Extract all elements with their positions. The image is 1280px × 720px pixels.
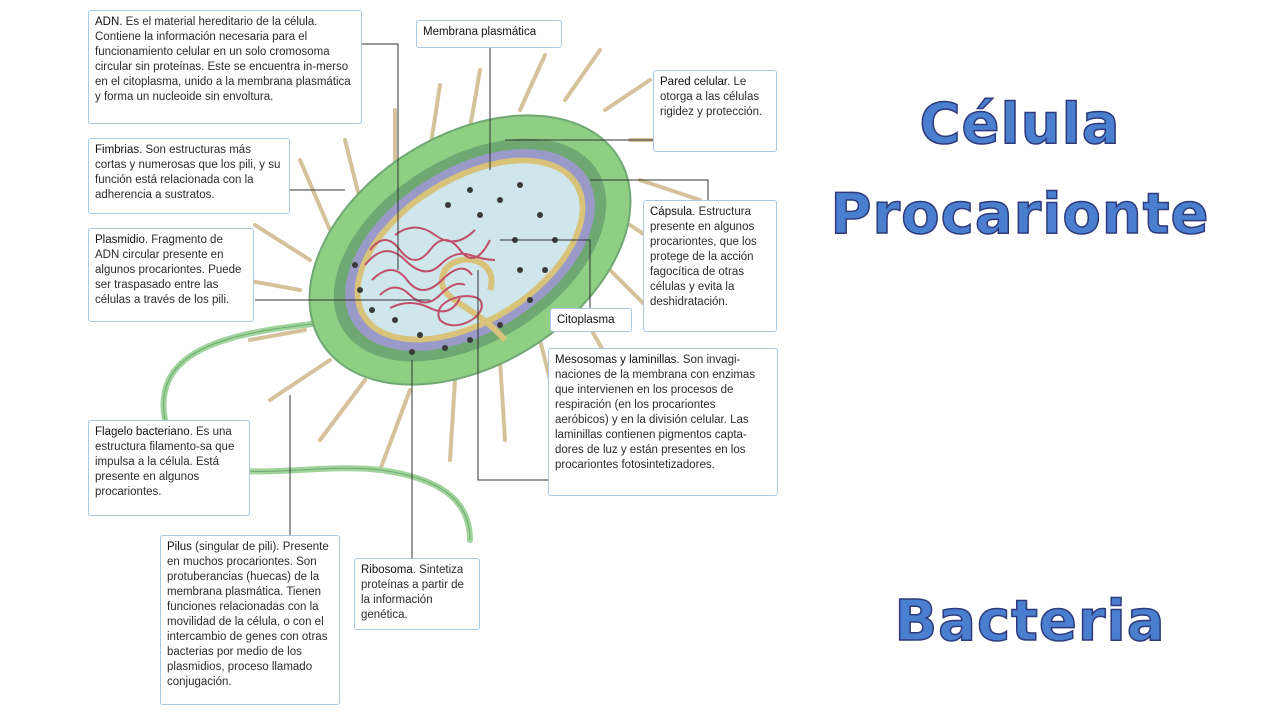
- label-pared-name: Pared celular: [660, 76, 728, 88]
- label-pared: Pared celular. Le otorga a las células r…: [653, 70, 777, 152]
- mesosome: [438, 256, 508, 342]
- label-adn-name: ADN: [95, 16, 120, 28]
- plasmid: [437, 295, 483, 327]
- label-pared-text: . Le otorga a las células rigidez y prot…: [660, 76, 763, 118]
- cytoplasm: [360, 163, 580, 337]
- label-plasmidio-name: Plasmidio: [95, 234, 145, 246]
- leader-lines: [255, 43, 709, 560]
- label-citoplasma: Citoplasma: [550, 308, 632, 332]
- dna-nucleoid: [364, 226, 496, 313]
- label-ribosoma-name: Ribosoma: [361, 564, 413, 576]
- label-capsula: Cápsula. Estructura presente en algunos …: [643, 200, 777, 332]
- label-citoplasma-name: Citoplasma: [557, 314, 615, 326]
- label-fimbrias-text: . Son estructuras más cortas y numerosas…: [95, 144, 281, 201]
- label-plasmidio-text: . Fragmento de ADN circular presente en …: [95, 234, 242, 306]
- label-membrana: Membrana plasmática: [416, 20, 562, 48]
- label-mesosomas-text: . Son invagi-naciones de la membrana con…: [555, 354, 756, 471]
- label-flagelo-text: . Es una estructura filamento-sa que imp…: [95, 426, 235, 498]
- title-line-2: Procarionte: [830, 182, 1210, 247]
- label-plasmidio: Plasmidio. Fragmento de ADN circular pre…: [88, 228, 254, 322]
- label-membrana-name: Membrana plasmática: [423, 26, 537, 38]
- label-ribosoma-text: . Sintetiza proteínas a partir de la inf…: [361, 564, 464, 621]
- label-pilus-text: (singular de pili). Presente en muchos p…: [167, 541, 329, 688]
- label-fimbrias-name: Fimbrias: [95, 144, 140, 156]
- label-mesosomas-name: Mesosomas y laminillas: [555, 354, 677, 366]
- ribosomes: [352, 182, 558, 355]
- label-adn-text: . Es el material hereditario de la célul…: [95, 16, 351, 103]
- label-pilus: Pilus (singular de pili). Presente en mu…: [160, 535, 340, 705]
- title-line-1: Célula: [919, 92, 1121, 157]
- label-mesosomas: Mesosomas y laminillas. Son invagi-nacio…: [548, 348, 778, 496]
- label-fimbrias: Fimbrias. Son estructuras más cortas y n…: [88, 138, 290, 214]
- label-flagelo-name: Flagelo bacteriano: [95, 426, 190, 438]
- label-pilus-name: Pilus: [167, 541, 192, 553]
- label-capsula-text: . Estructura presente en algunos procari…: [650, 206, 757, 308]
- label-flagelo: Flagelo bacteriano. Es una estructura fi…: [88, 420, 250, 516]
- subtitle-bacteria: Bacteria: [894, 589, 1166, 654]
- label-adn: ADN. Es el material hereditario de la cé…: [88, 10, 362, 124]
- label-capsula-name: Cápsula: [650, 206, 693, 218]
- label-ribosoma: Ribosoma. Sintetiza proteínas a partir d…: [354, 558, 480, 630]
